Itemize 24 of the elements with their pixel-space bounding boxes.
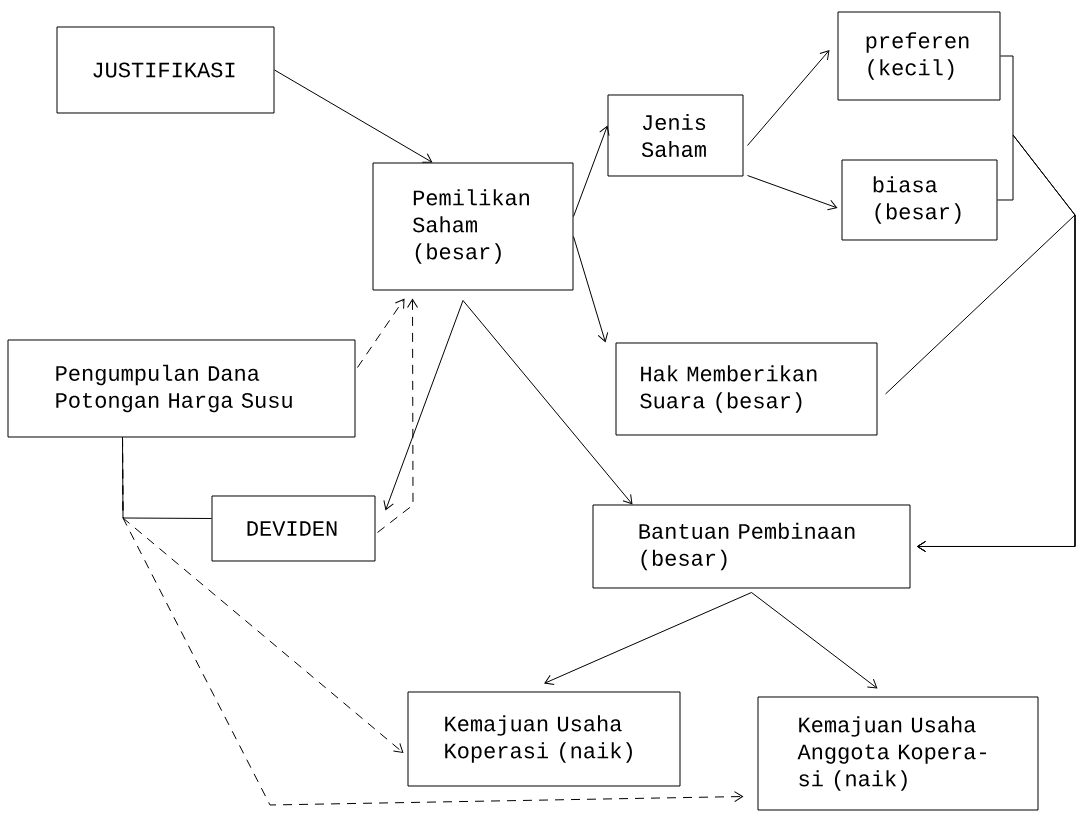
arrow [544, 592, 752, 685]
arrow [747, 50, 830, 146]
process-box: Hak Memberikan Suara (besar) [615, 342, 878, 436]
arrow [885, 214, 1076, 552]
arrow [751, 592, 878, 689]
arrow [462, 300, 633, 505]
arrow [747, 175, 838, 211]
process-box: biasa (besar) [841, 159, 998, 241]
arrow [573, 125, 610, 217]
process-box: preferen (kecil) [837, 11, 1001, 101]
arrow [122, 437, 744, 806]
arrow [573, 236, 609, 343]
process-box: Pemilikan Saham (besar) [372, 162, 574, 291]
process-box: Pengumpulan Dana Potongan Harga Susu [7, 339, 356, 438]
process-box: Bantuan Pembinaan (besar) [592, 504, 911, 589]
arrow [377, 298, 419, 533]
process-box: DEVIDEN [211, 495, 376, 562]
process-box: Jenis Saham [607, 94, 744, 177]
arrow [383, 300, 464, 511]
arrow [357, 298, 405, 368]
process-box: Kemajuan Usaha Anggota Kopera- si (naik) [757, 696, 1039, 811]
arrow [274, 69, 433, 163]
process-box: JUSTIFIKASI [56, 26, 275, 114]
process-box: Kemajuan Usaha Koperasi (naik) [407, 691, 681, 787]
